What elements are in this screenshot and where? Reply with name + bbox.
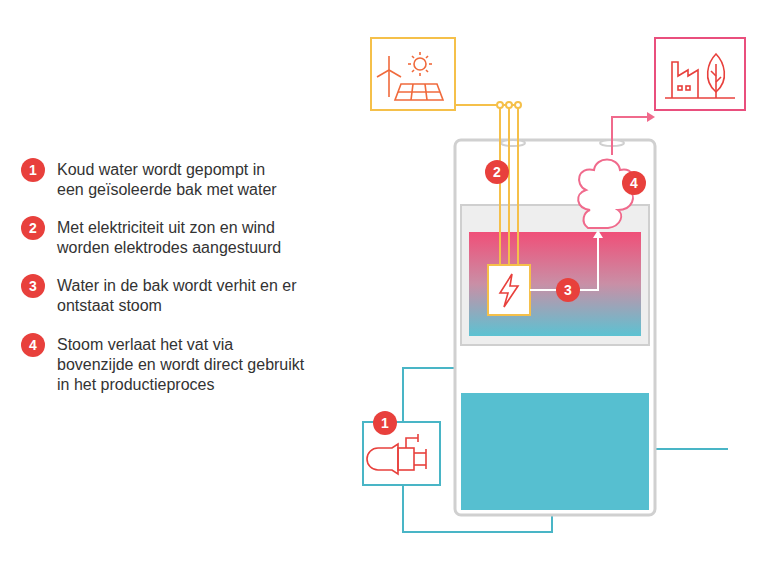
callout-number: 3 — [21, 274, 45, 298]
electrode-wires — [455, 102, 521, 265]
steam-cloud — [578, 160, 634, 229]
callout-number: 2 — [21, 216, 45, 240]
callout-number: 4 — [21, 333, 45, 357]
callout-number: 4 — [622, 171, 646, 195]
step-description: Met elektriciteit uit zon en wind worden… — [57, 218, 319, 258]
sun-wind-solar-icon — [377, 52, 443, 100]
renewable-source-box — [371, 38, 455, 110]
pump-icon — [367, 434, 426, 474]
step-description: Water in de bak wordt verhit en er ontst… — [57, 276, 297, 316]
callout-number: 1 — [373, 411, 397, 435]
factory-icon — [665, 54, 735, 98]
pump-box — [363, 422, 440, 485]
step-description: Stoom verlaat het vat via bovenzijde en … — [57, 335, 309, 395]
inner-tank — [461, 205, 649, 345]
heated-water — [469, 232, 641, 336]
callout-number: 1 — [21, 158, 45, 182]
cold-water-tank — [461, 393, 649, 510]
step-description: Koud water wordt gepompt in een geïsolee… — [57, 160, 285, 200]
callout-number: 2 — [485, 160, 509, 184]
lightning-symbol — [500, 274, 518, 307]
electrode-box — [488, 265, 530, 315]
steam-line — [612, 117, 648, 155]
factory-box — [655, 38, 745, 110]
vessel — [455, 140, 655, 515]
callout-number: 3 — [556, 278, 580, 302]
